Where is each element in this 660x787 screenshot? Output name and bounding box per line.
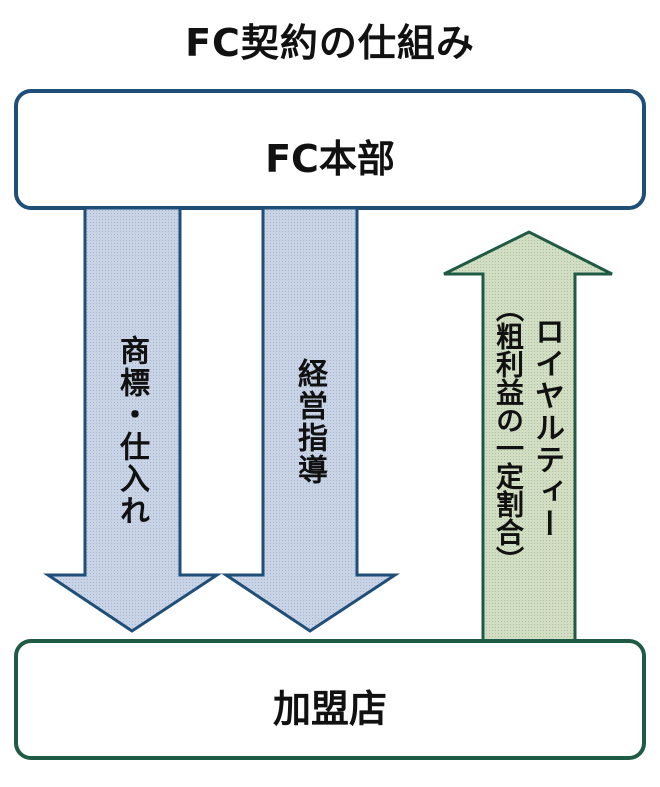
arrow-royalty [443, 230, 613, 643]
royalty-sublabel: （粗利益の一定割合） [492, 294, 525, 574]
trademark-supply-label: 商標・仕入れ [114, 335, 149, 527]
arrow-management-guidance [221, 206, 401, 633]
diagram-title: FC契約の仕組み [185, 21, 475, 65]
franchisee-label: 加盟店 [272, 687, 387, 731]
headquarters-label: FC本部 [265, 137, 395, 181]
franchisee-box [14, 639, 646, 760]
royalty-label: ロイヤルティー [529, 316, 564, 540]
management-guidance-label: 経営指導 [292, 358, 327, 486]
arrow-trademark-supply [43, 206, 223, 633]
